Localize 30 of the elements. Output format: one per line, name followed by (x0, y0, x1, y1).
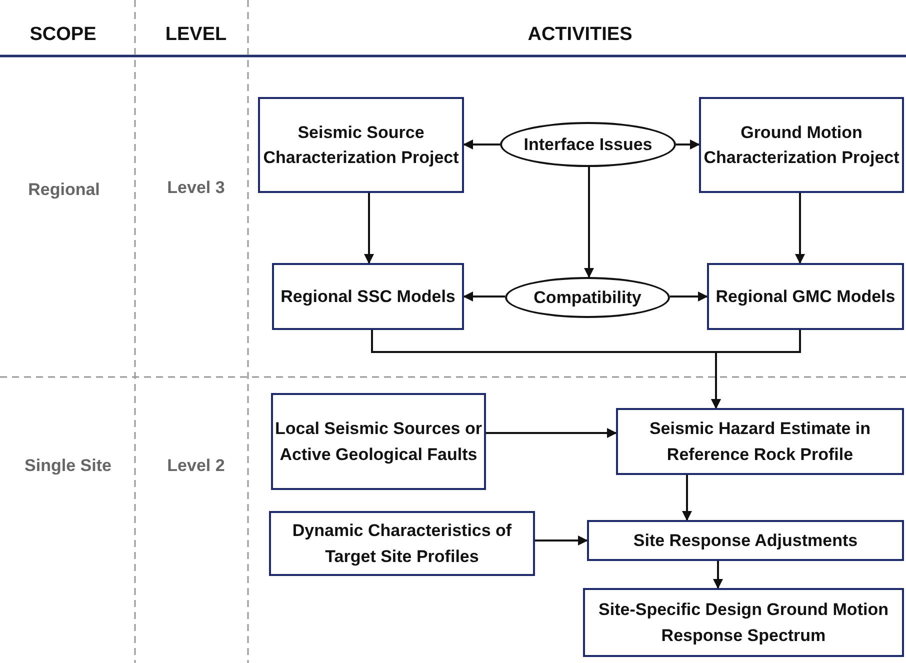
arrow (795, 193, 805, 264)
arrow (711, 330, 801, 409)
process-box: Seismic Hazard Estimate in Reference Rock Profile (616, 408, 904, 475)
process-box: Site Response Adjustments (587, 520, 904, 561)
process-box: Ground Motion Characterization Project (699, 97, 904, 193)
arrow (463, 140, 500, 150)
arrow (670, 292, 708, 302)
process-box: Regional SSC Models (272, 263, 464, 330)
process-box: Site-Specific Design Ground Motion Response Spectrum (583, 588, 904, 657)
arrow (676, 140, 700, 150)
process-box: Seismic Source Characterization Project (258, 97, 464, 193)
ellipse-node: Compatibility (505, 277, 670, 318)
level-label: Level 3 (167, 178, 225, 198)
scope-label: Regional (28, 180, 100, 200)
process-box: Dynamic Characteristics of Target Site Profiles (269, 511, 535, 576)
arrow (713, 561, 723, 589)
arrow (486, 428, 617, 438)
level-label: Level 2 (167, 456, 225, 476)
column-header: ACTIVITIES (528, 24, 632, 46)
column-header: LEVEL (165, 24, 227, 46)
arrow (463, 292, 505, 302)
scope-label: Single Site (24, 456, 112, 476)
arrow (584, 167, 594, 278)
column-header: SCOPE (30, 24, 96, 46)
ellipse-node: Interface Issues (500, 122, 676, 167)
arrow (364, 193, 374, 264)
arrow (682, 475, 692, 521)
process-box: Local Seismic Sources or Active Geological Faults (271, 393, 486, 490)
arrow (535, 536, 588, 546)
process-box: Regional GMC Models (707, 263, 904, 330)
